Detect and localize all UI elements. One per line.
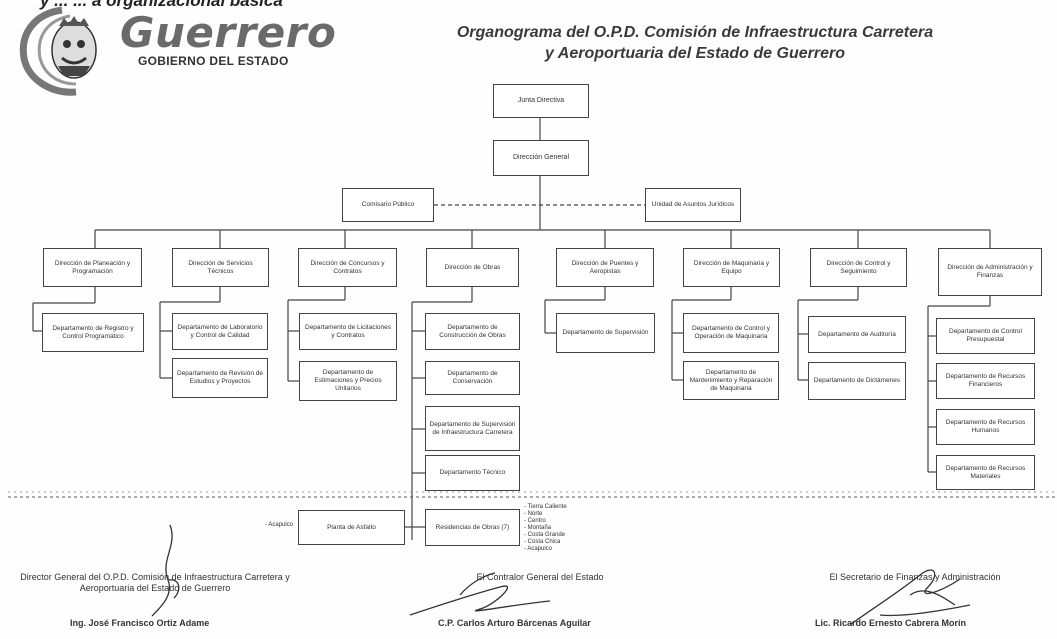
residencias-obras-box: Residencias de Obras (7) <box>425 509 520 546</box>
direccion-puentes-box: Dirección de Puentes y Aeropistas <box>556 248 654 287</box>
signature-role-2: El Contralor General del Estado <box>476 572 604 582</box>
region-item: - Norte <box>524 511 543 517</box>
depto-control-presupuestal-box: Departamento de Control Presupuestal <box>936 318 1035 354</box>
signature-name-1: Ing. José Francisco Ortiz Adame <box>70 618 210 628</box>
direccion-servicios-tecnicos-box: Dirección de Servicios Técnicos <box>172 248 269 287</box>
region-item: - Tierra Caliente <box>524 504 567 510</box>
handwritten-signature <box>151 524 180 617</box>
depto-control-maquinaria-box: Departamento de Control y Operación de M… <box>683 313 779 353</box>
state-seal-logo <box>19 6 97 96</box>
depto-registro-control-box: Departamento de Registro y Control Progr… <box>42 313 144 352</box>
region-item: - Costa Chica <box>524 539 561 545</box>
planta-asfalto-box: Planta de Asfalto <box>298 510 405 545</box>
depto-supervision-infraestructura-box: Departamento de Supervisión de Infraestr… <box>425 406 520 451</box>
handwritten-signature <box>409 572 551 616</box>
depto-laboratorio-box: Departamento de Laboratorio y Control de… <box>172 313 268 350</box>
depto-estimaciones-box: Departamento de Estimaciones y Precios U… <box>299 361 397 401</box>
depto-auditoria-box: Departamento de Auditoría <box>808 316 906 353</box>
region-item: - Montaña <box>524 525 552 531</box>
region-item: - Acapulco <box>524 546 553 552</box>
depto-construccion-box: Departamento de Construcción de Obras <box>425 313 520 350</box>
direccion-planeacion-box: Dirección de Planeación y Programación <box>43 248 142 287</box>
comisario-publico-box: Comisario Público <box>342 188 434 222</box>
direccion-concursos-box: Dirección de Concursos y Contratos <box>298 248 397 287</box>
depto-recursos-materiales-box: Departamento de Recursos Materiales <box>936 455 1035 490</box>
signature-name-3: Lic. Ricardo Ernesto Cabrera Morín <box>815 618 967 628</box>
junta-directiva-box: Junta Directiva <box>493 84 589 118</box>
direccion-control-box: Dirección de Control y Seguimiento <box>810 248 907 287</box>
direccion-general-box: Dirección General <box>493 140 589 176</box>
unidad-asuntos-juridicos-box: Unidad de Asuntos Jurídicos <box>645 188 741 222</box>
depto-supervision-box: Departamento de Supervisión <box>556 313 655 353</box>
depto-mantenimiento-box: Departamento de Mantenimiento y Reparaci… <box>683 361 779 400</box>
signature-role-1: Director General del O.P.D. Comisión de … <box>20 572 290 593</box>
depto-revision-estudios-box: Departamento de Revisión de Estudios y P… <box>172 358 268 398</box>
signature-name-2: C.P. Carlos Arturo Bárcenas Aguilar <box>438 618 591 628</box>
brand-subtitle: GOBIERNO DEL ESTADO <box>138 54 289 68</box>
brand-name: Guerrero <box>120 8 337 57</box>
chart-title-line-2: y Aeroportuaria del Estado de Guerrero <box>545 45 845 62</box>
direccion-maquinaria-box: Dirección de Maquinaria y Equipo <box>683 248 780 287</box>
depto-dictamenes-box: Departamento de Dictámenes <box>808 362 906 400</box>
depto-recursos-financieros-box: Departamento de Recursos Financieros <box>936 363 1035 399</box>
top-cut-text: y ... ... a organizacional básica <box>40 0 283 10</box>
signature-role-3: El Secretario de Finanzas y Administraci… <box>829 572 1001 582</box>
depto-licitaciones-box: Departamento de Licitaciones y Contratos <box>299 313 397 350</box>
planta-location-note: - Acapulco <box>265 522 294 528</box>
region-item: - Centro <box>524 518 546 524</box>
region-item: - Costa Grande <box>524 532 566 538</box>
depto-tecnico-box: Departamento Técnico <box>425 455 520 491</box>
chart-title-line-1: Organograma del O.P.D. Comisión de Infra… <box>456 24 934 41</box>
direccion-administracion-box: Dirección de Administración y Finanzas <box>938 248 1042 296</box>
handwritten-signature <box>849 569 971 626</box>
depto-recursos-humanos-box: Departamento de Recursos Humanos <box>936 409 1035 445</box>
depto-conservacion-box: Departamento de Conservación <box>425 361 520 395</box>
regiones-list: - Tierra Caliente - Norte - Centro - Mon… <box>524 504 567 553</box>
direccion-obras-box: Dirección de Obras <box>426 248 519 287</box>
